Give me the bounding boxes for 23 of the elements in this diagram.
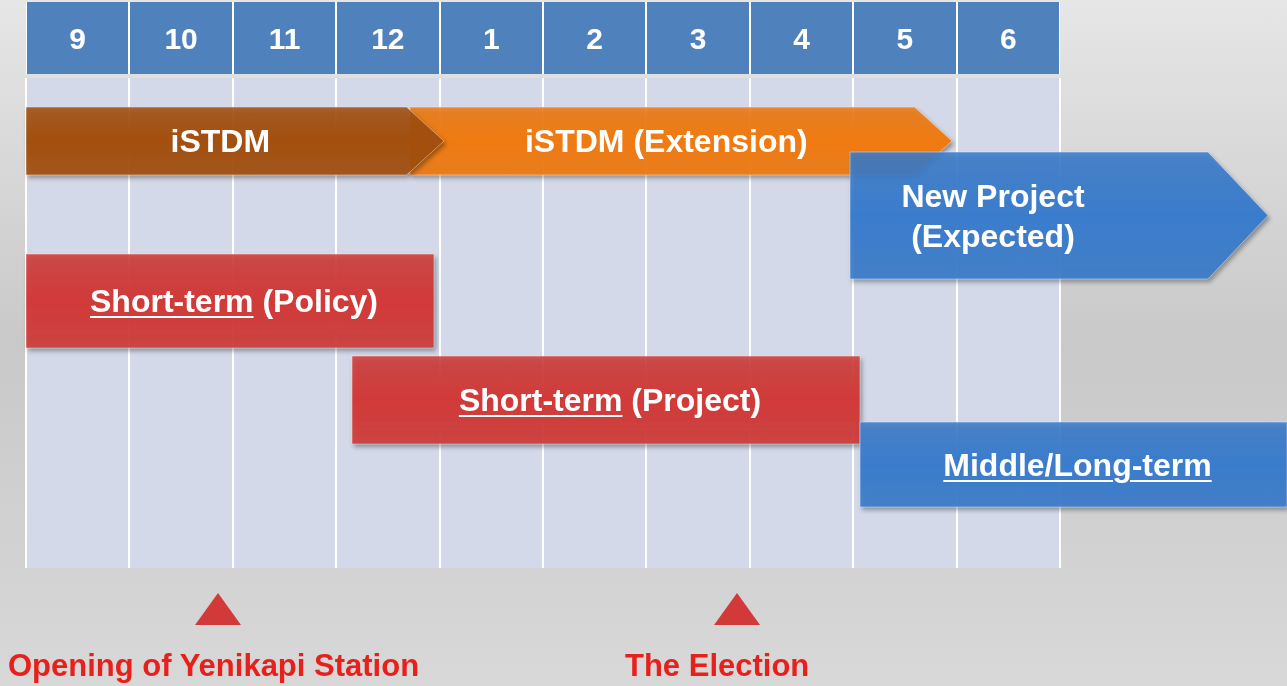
month-header: 1: [439, 2, 543, 74]
arrow-bar: [850, 152, 1268, 279]
month-header: 6: [956, 2, 1060, 74]
month-header: 12: [336, 2, 440, 74]
month-header: 10: [129, 2, 233, 74]
event-label: The Election: [625, 650, 810, 681]
event-label: Opening of Yenikapi Station: [8, 650, 420, 681]
timeline-bar: [860, 422, 1287, 507]
bar-label: iSTDM (Extension): [524, 122, 808, 161]
month-header: 9: [26, 2, 130, 74]
month-header: 5: [853, 2, 957, 74]
bar-label: Short-term (Project): [458, 381, 762, 420]
month-header: 2: [543, 2, 647, 74]
bar-label: Middle/Long-term: [943, 445, 1212, 485]
month-header: 3: [646, 2, 750, 74]
bar-label: iSTDM: [170, 122, 271, 161]
timeline-bar: [26, 254, 434, 348]
timeline-bar: [352, 356, 860, 444]
arrow-bar: [26, 107, 444, 175]
month-header: 4: [749, 2, 854, 74]
bar-label: New Project (Expected): [900, 176, 1086, 256]
bar-label: Short-term (Policy): [90, 282, 378, 321]
month-header: 11: [232, 2, 337, 74]
